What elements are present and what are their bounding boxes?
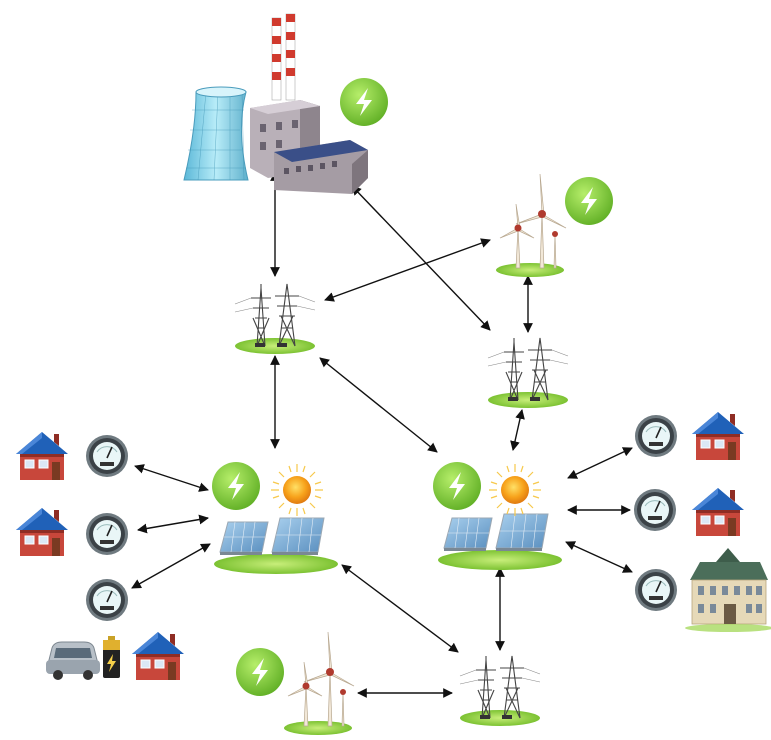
energy-badge-icon	[236, 648, 284, 696]
smart-meter-icon	[85, 512, 129, 556]
smart-meter-icon	[633, 488, 677, 532]
car-icon	[46, 641, 100, 680]
smart-meter-icon	[85, 578, 129, 622]
edge-solar-left-substation-bottom	[341, 564, 459, 653]
house-icon	[15, 431, 69, 481]
edge-ev-home-solar-left	[131, 543, 211, 589]
edges	[131, 171, 633, 698]
edge-house-left-2-solar-left	[137, 514, 209, 534]
factory-icon	[250, 13, 368, 194]
edge-plant-substation-right	[351, 185, 491, 331]
edge-building-right-solar-right	[565, 541, 633, 573]
solar-panel-icon	[213, 517, 339, 575]
wind-farm-top-node[interactable]	[495, 173, 613, 278]
substation-right-pylon-icon[interactable]	[487, 337, 569, 409]
house-icon	[15, 507, 69, 557]
edge-house-left-1-solar-left	[134, 464, 209, 492]
office-building-icon	[685, 548, 771, 632]
house-right-1-node[interactable]	[634, 411, 745, 461]
energy-badge-icon	[340, 78, 388, 126]
energy-badge-icon	[212, 462, 260, 510]
ev-home-left-node[interactable]	[46, 578, 185, 681]
house-icon	[691, 411, 745, 461]
smart-meter-icon	[634, 568, 678, 612]
sun-icon	[488, 463, 542, 517]
power-plant-node[interactable]	[183, 13, 388, 194]
house-icon	[691, 487, 745, 537]
solar-panel-icon	[437, 513, 563, 571]
house-left-1-node[interactable]	[15, 431, 129, 481]
cooling-tower-icon	[183, 86, 249, 181]
edge-house-right-1-solar-right	[567, 447, 633, 479]
substation-bottom-pylon-icon[interactable]	[459, 655, 541, 727]
edge-substation-right-solar-right	[510, 409, 525, 451]
house-right-2-node[interactable]	[633, 487, 745, 537]
sun-icon	[270, 463, 324, 517]
battery-icon	[103, 636, 120, 678]
building-right-node[interactable]	[634, 548, 771, 632]
energy-badge-icon	[565, 177, 613, 225]
wind-turbine-icon	[495, 173, 567, 278]
smart-meter-icon	[634, 414, 678, 458]
solar-node-right[interactable]	[433, 462, 563, 571]
energy-badge-icon	[433, 462, 481, 510]
wind-turbine-icon	[283, 631, 355, 736]
substation-left-pylon-icon[interactable]	[234, 283, 316, 355]
smart-meter-icon	[85, 434, 129, 478]
house-icon	[131, 631, 185, 681]
wind-farm-bottom-node[interactable]	[236, 631, 355, 736]
solar-node-left[interactable]	[212, 462, 339, 575]
edge-substation-left-windfarm	[324, 238, 491, 302]
house-left-2-node[interactable]	[15, 507, 129, 557]
edge-substation-left-solar-right	[319, 357, 438, 453]
